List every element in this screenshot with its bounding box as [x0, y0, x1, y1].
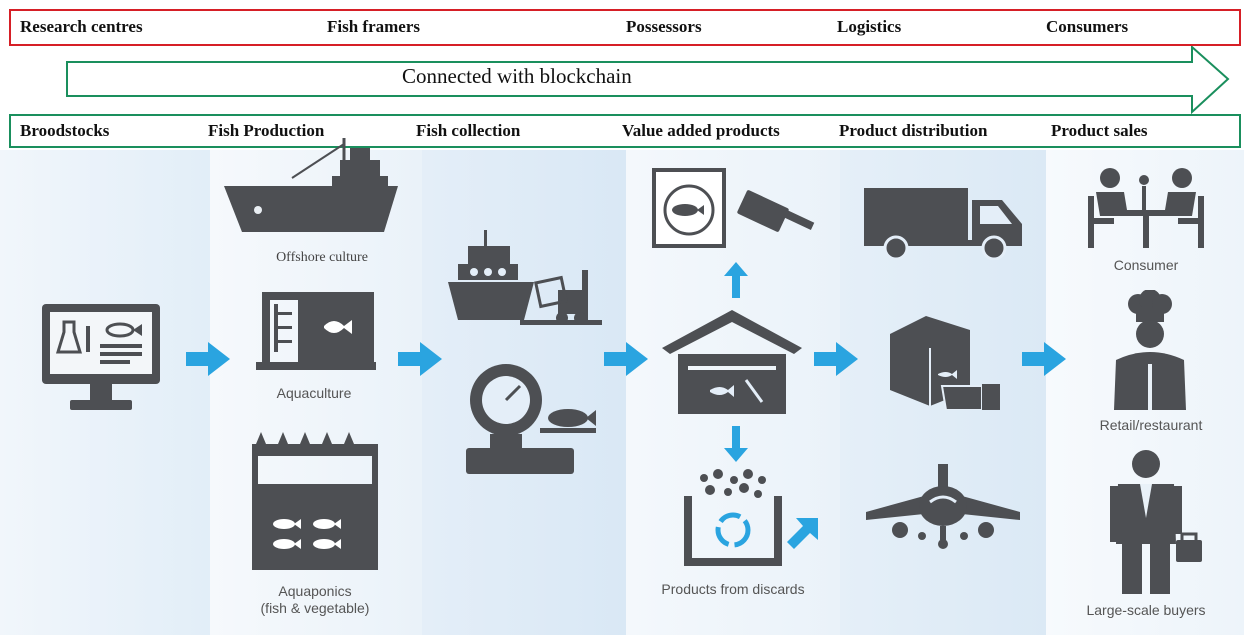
stakeholder-research-centres: Research centres [20, 17, 143, 36]
stakeholders-bar [9, 9, 1241, 46]
flow-arrow-icon [604, 342, 648, 376]
blockchain-label: Connected with blockchain [402, 64, 632, 88]
discards-caption: Products from discards [661, 581, 805, 597]
parcel-delivery-icon [890, 316, 1000, 410]
retail-caption: Retail/restaurant [1099, 417, 1203, 433]
aquaponics-tank-icon [252, 432, 378, 570]
fishing-vessel-icon [224, 138, 398, 232]
flow-arrow-icon [186, 342, 230, 376]
aquaponics-caption-line2: (fish & vegetable) [260, 600, 370, 616]
dining-consumers-icon [1088, 168, 1204, 248]
large-scale-buyers-caption: Large-scale buyers [1086, 602, 1206, 618]
weighing-scale-icon [466, 364, 596, 474]
flow-arrow-icon [1022, 342, 1066, 376]
stage-broodstocks: Broodstocks [20, 121, 110, 140]
stage-fish-collection: Fish collection [416, 121, 521, 140]
flow-arrow-icon [814, 342, 858, 376]
boat-forklift-icon [448, 230, 602, 325]
stakeholder-possessors: Possessors [626, 17, 702, 36]
stage-product-sales: Product sales [1051, 121, 1148, 140]
recycling-bin-icon [684, 469, 782, 566]
processing-warehouse-icon [662, 310, 802, 414]
offshore-culture-caption: Offshore culture [276, 250, 368, 265]
diagonal-arrow-icon [787, 518, 818, 549]
aquaculture-caption: Aquaculture [276, 385, 352, 401]
stages-bar [9, 114, 1241, 148]
stage-product-distribution: Product distribution [839, 121, 988, 140]
delivery-truck-icon [864, 188, 1022, 260]
buyer-businessman-icon [1110, 450, 1202, 594]
chef-icon [1114, 290, 1186, 410]
cargo-plane-icon [866, 464, 1020, 549]
stage-fish-production: Fish Production [208, 121, 325, 140]
research-monitor-icon [42, 304, 160, 410]
flow-arrow-icon [398, 342, 442, 376]
blockchain-arrow [66, 46, 1230, 115]
stakeholder-consumers: Consumers [1046, 17, 1129, 36]
aquaponics-caption-line1: Aquaponics [278, 583, 352, 599]
stakeholder-fish-farmers: Fish framers [327, 17, 421, 36]
stakeholder-logistics: Logistics [837, 17, 902, 36]
packaged-products-icon [652, 168, 815, 248]
down-arrow-icon [724, 426, 748, 462]
consumer-caption: Consumer [1113, 257, 1179, 273]
up-arrow-icon [724, 262, 748, 298]
aquaculture-tank-icon [256, 292, 376, 370]
stage-value-added-products: Value added products [622, 121, 780, 140]
